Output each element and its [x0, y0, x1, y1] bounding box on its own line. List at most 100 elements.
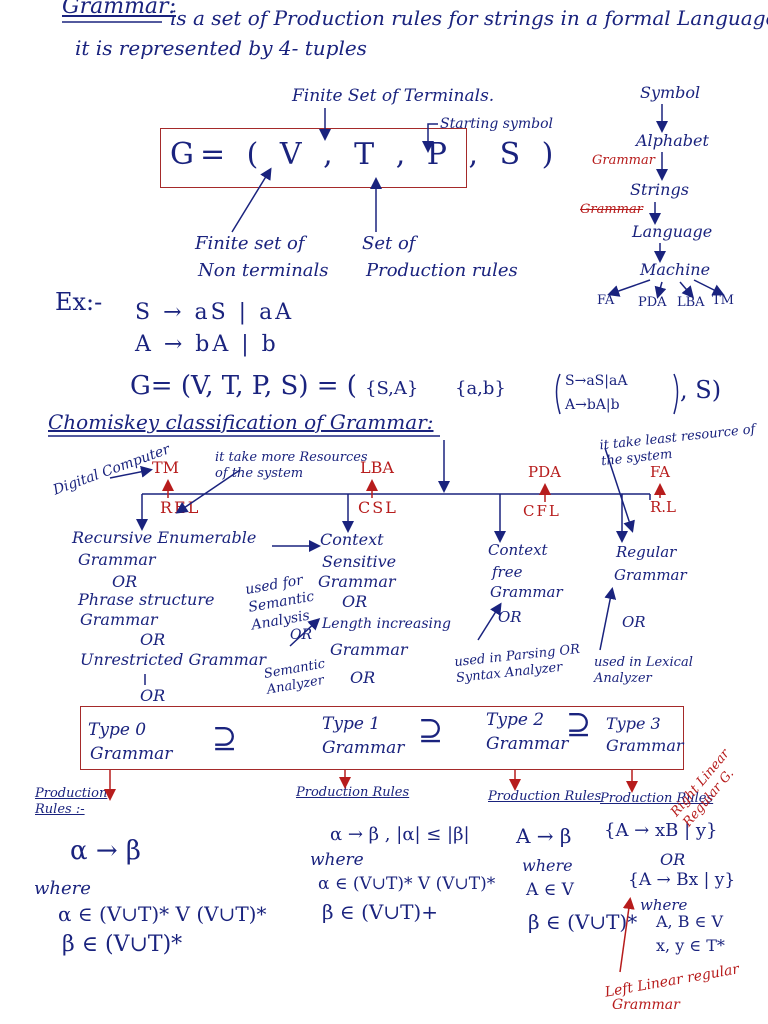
col4-rule1: {A → xB | y}	[604, 820, 718, 841]
type1-label: Type 1	[322, 714, 381, 734]
col4-where: where	[640, 896, 688, 914]
col2-name-5: Grammar	[330, 640, 408, 659]
col2-cond1: α ∈ (V∪T)* V (V∪T)*	[318, 874, 496, 894]
machine-lba: LBA	[677, 295, 705, 310]
col1-cond2: β ∈ (V∪T)*	[62, 932, 183, 957]
col4-cond1: A, B ∈ V	[656, 912, 724, 931]
hierarchy-grammar: Grammar	[592, 153, 655, 168]
col1-rule: α → β	[70, 836, 141, 866]
example-rule-1: S → aS | aA	[135, 300, 295, 325]
col1-name-2: OR	[112, 572, 138, 591]
tuple-note: it is represented by 4- tuples	[75, 36, 367, 60]
superset-2: ⊇	[418, 713, 444, 748]
hierarchy-strings: Strings	[630, 180, 689, 199]
example-set-p1: S→aS|aA	[565, 373, 628, 389]
grammar-definition: is a set of Production rules for strings…	[170, 6, 768, 30]
col1-name-6: Unrestricted Grammar	[80, 650, 266, 669]
col2-or-below: OR	[350, 668, 376, 687]
col2-rule: α → β , |α| ≤ |β|	[330, 824, 470, 845]
hierarchy-machine: Machine	[640, 260, 711, 279]
col2-name-2: Grammar	[318, 572, 396, 591]
col3-cond2: β ∈ (V∪T)*	[528, 910, 638, 934]
col1-lang: REL	[160, 498, 201, 517]
col2-name-3: OR	[342, 592, 368, 611]
col3-lang: CFL	[523, 502, 561, 520]
hierarchy-language: Language	[632, 222, 713, 241]
col3-name-3: OR	[498, 608, 522, 626]
col2-where: where	[310, 850, 364, 870]
example-set-p2: A→bA|b	[565, 397, 620, 413]
col1-name-1: Grammar	[78, 550, 156, 569]
hierarchy-alphabet: Alphabet	[636, 131, 709, 150]
example-label: Ex:-	[55, 288, 103, 316]
machine-pda: PDA	[638, 295, 667, 310]
col4-or-mid: OR	[660, 850, 686, 869]
machine-fa: FA	[597, 293, 615, 308]
left-linear-label-2: Grammar	[612, 997, 680, 1013]
col3-name-1: free	[492, 563, 523, 581]
col2-prod-heading: Production Rules	[296, 785, 410, 800]
col2-machine: LBA	[360, 458, 394, 477]
col3-where: where	[522, 856, 573, 875]
superset-3: ⊇	[566, 707, 592, 742]
col1-name-5: OR	[140, 630, 166, 649]
superset-1: ⊇	[212, 721, 238, 756]
hierarchy-struck-grammar: Grammar	[580, 202, 643, 217]
example-set-t: {a,b}	[455, 378, 506, 399]
col2-lang: CSL	[358, 498, 398, 517]
col1-name-3: Phrase structure	[78, 590, 215, 609]
col2-or1: OR	[290, 627, 313, 643]
col3-cond1: A ∈ V	[526, 880, 574, 900]
left-linear-label-1: Left Linear regular	[603, 961, 741, 1001]
example-closing: , S)	[680, 376, 722, 404]
hierarchy-symbol: Symbol	[640, 83, 701, 102]
tuple-box	[160, 128, 467, 188]
takes-least-label: it take least resource of the system	[598, 422, 757, 469]
chomsky-heading: Chomiskey classification of Grammar:	[48, 410, 434, 434]
col3-name-2: Grammar	[490, 583, 563, 601]
col2-used-analyzer: Semantic Analyzer	[262, 656, 327, 698]
finite-terminals-label: Finite Set of Terminals.	[292, 86, 495, 106]
type3-label: Type 3	[606, 714, 661, 733]
col2-cond2: β ∈ (V∪T)+	[322, 900, 438, 924]
col4-name-1: Grammar	[614, 566, 687, 584]
col1-name-4: Grammar	[80, 610, 158, 629]
col3-rule: A → β	[516, 824, 572, 848]
col2-name-4: Length increasing	[322, 616, 451, 632]
type0-label: Type 0	[88, 720, 147, 740]
col3-used: used in Parsing OR Syntax Analyzer	[453, 641, 581, 687]
col4-lang: R.L	[650, 498, 677, 516]
col2-name-0: Context	[320, 530, 384, 549]
col2-used-for: used for Semantic Analysis	[244, 572, 316, 634]
production-rules-label-1: Set of	[362, 233, 416, 254]
col4-name-0: Regular	[616, 543, 677, 561]
tuple-formula: G= ( V , T , P , S )	[170, 137, 560, 172]
col4-cond2: x, y ∈ T*	[656, 936, 725, 955]
types-box	[80, 706, 684, 770]
type3-grammar: Grammar	[606, 736, 684, 755]
nonterminals-label-2: Non terminals	[198, 260, 329, 281]
takes-more-label: it take more Resources of the system	[215, 450, 368, 481]
col1-prod-heading: Production Rules :-	[35, 786, 108, 817]
type0-grammar: Grammar	[90, 744, 173, 764]
col3-prod-heading: Production Rules	[488, 789, 602, 804]
col1-machine: TM	[152, 458, 180, 477]
col2-name-1: Sensitive	[322, 552, 397, 571]
col4-used: used in Lexical Analyzer	[594, 655, 693, 687]
production-rules-label-2: Production rules	[366, 260, 518, 281]
page-title: Grammar:	[62, 0, 176, 19]
type2-grammar: Grammar	[486, 734, 569, 754]
example-grammar-lhs: G= (V, T, P, S) = (	[130, 371, 357, 401]
col1-where: where	[34, 878, 91, 899]
type1-grammar: Grammar	[322, 738, 405, 758]
nonterminals-label-1: Finite set of	[195, 233, 305, 254]
col1-name-0: Recursive Enumerable	[72, 528, 257, 547]
col3-name-0: Context	[488, 541, 548, 559]
col1-cond1: α ∈ (V∪T)* V (V∪T)*	[58, 902, 267, 926]
example-rule-2: A → bA | b	[135, 332, 279, 357]
example-set-v: {S,A}	[365, 378, 419, 399]
col4-rule2: {A → Bx | y}	[628, 870, 736, 890]
type2-label: Type 2	[486, 710, 545, 730]
starting-symbol-label: Starting symbol	[440, 116, 554, 132]
col1-or-below: OR	[140, 686, 166, 705]
